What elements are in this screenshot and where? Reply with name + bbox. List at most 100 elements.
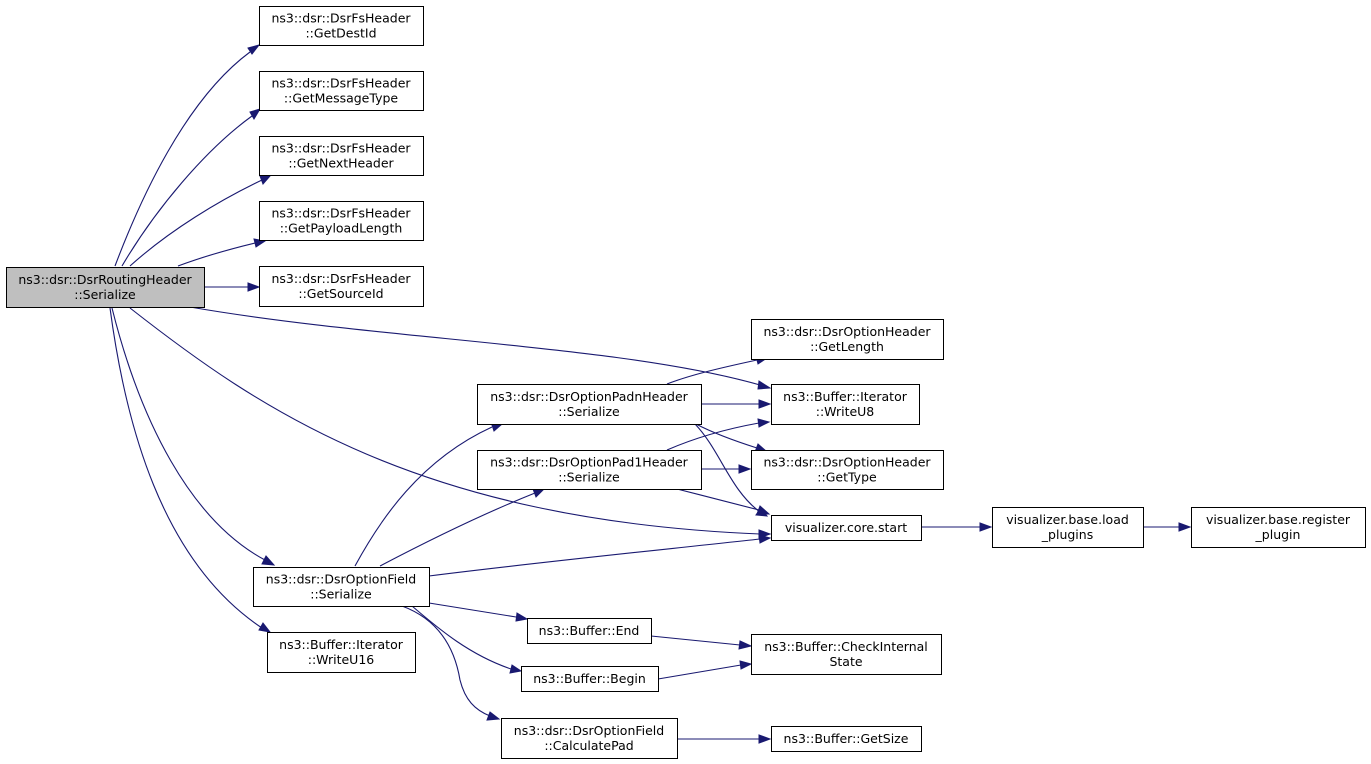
node-load-plugins[interactable]: visualizer.base.load_plugins (992, 507, 1144, 548)
node-label: ns3::dsr::DsrOptionHeader (763, 324, 931, 339)
node-box (253, 567, 430, 607)
node-label: visualizer.base.load (1006, 512, 1129, 527)
arrowhead-icon (738, 640, 753, 650)
edge-buffer_end-to-checkinternalstate (650, 635, 753, 650)
node-box (751, 634, 942, 675)
node-pad1-serialize[interactable]: ns3::dsr::DsrOptionPad1Header::Serialize (477, 450, 702, 490)
node-label: ns3::dsr::DsrOptionPad1Header (490, 455, 688, 470)
edge-line (695, 423, 758, 449)
edge-line (129, 179, 263, 267)
node-label: ns3::dsr::DsrFsHeader (271, 271, 411, 286)
arrowhead-icon (247, 282, 261, 292)
edge-root-to-getnextheader (129, 175, 272, 267)
node-box (751, 319, 944, 360)
node-label: visualizer.base.register (1206, 512, 1351, 527)
edge-padn_serialize-to-getlength (666, 355, 769, 385)
arrowhead-icon (249, 108, 262, 120)
node-label: ns3::dsr::DsrOptionField (266, 572, 416, 587)
edge-line (121, 115, 253, 267)
node-getlength[interactable]: ns3::dsr::DsrOptionHeader::GetLength (751, 319, 944, 360)
node-calculatepad[interactable]: ns3::dsr::DsrOptionField::CalculatePad (501, 718, 678, 759)
node-label: ::GetMessageType (284, 91, 399, 106)
node-getsize[interactable]: ns3::Buffer::GetSize (771, 726, 922, 752)
node-core-start[interactable]: visualizer.core.start (771, 515, 922, 541)
node-box (527, 618, 652, 644)
edge-line (650, 635, 741, 646)
node-optionfield-serialize[interactable]: ns3::dsr::DsrOptionField::Serialize (253, 567, 430, 607)
edge-line (666, 359, 758, 385)
node-box (259, 71, 424, 111)
node-label: ns3::dsr::DsrFsHeader (271, 141, 411, 156)
node-box (259, 201, 424, 241)
edge-line (428, 602, 517, 618)
node-label: ::Serialize (558, 470, 620, 485)
edge-calculatepad-to-getsize (677, 734, 772, 744)
node-padn-serialize[interactable]: ns3::dsr::DsrOptionPadnHeader::Serialize (477, 384, 702, 425)
node-box (259, 6, 424, 46)
edge-line (129, 307, 761, 535)
node-gettype[interactable]: ns3::dsr::DsrOptionHeader::GetType (751, 450, 944, 490)
node-label: ::CalculatePad (544, 738, 633, 753)
node-label: ::Serialize (558, 404, 620, 419)
edge-root-to-getdestid (114, 44, 261, 267)
node-label: ns3::Buffer::Begin (533, 671, 646, 686)
node-box (1191, 507, 1366, 548)
node-box (477, 384, 702, 425)
node-getdestid[interactable]: ns3::dsr::DsrFsHeader::GetDestId (259, 6, 424, 46)
node-getnextheader[interactable]: ns3::dsr::DsrFsHeader::GetNextHeader (259, 136, 424, 176)
node-box (501, 718, 678, 759)
edge-optionfield_serialize-to-pad1_serialize (379, 488, 546, 567)
node-label: ::GetDestId (305, 26, 376, 41)
node-register-plugin[interactable]: visualizer.base.register_plugin (1191, 507, 1366, 548)
node-label: ::GetPayloadLength (280, 221, 403, 236)
edge-optionfield_serialize-to-padn_serialize (354, 421, 504, 567)
node-box (259, 266, 424, 307)
edge-line (111, 307, 266, 561)
edge-root-to-getsourceid (205, 282, 261, 292)
arrowhead-icon (758, 534, 772, 544)
edge-pad1_serialize-to-writeu8 (666, 418, 771, 451)
node-writeu16[interactable]: ns3::Buffer::Iterator::WriteU16 (267, 632, 416, 673)
arrowhead-icon (979, 522, 993, 532)
node-getpayloadlength[interactable]: ns3::dsr::DsrFsHeader::GetPayloadLength (259, 201, 424, 241)
edge-line (189, 306, 761, 386)
node-getmessagetype[interactable]: ns3::dsr::DsrFsHeader::GetMessageType (259, 71, 424, 111)
node-label: ns3::dsr::DsrRoutingHeader (18, 272, 192, 287)
edge-line (109, 307, 263, 629)
edge-line (401, 605, 491, 717)
arrowhead-icon (757, 418, 771, 428)
node-label: _plugin (1255, 527, 1301, 542)
node-buffer-begin[interactable]: ns3::Buffer::Begin (521, 666, 659, 692)
node-buffer-end[interactable]: ns3::Buffer::End (527, 618, 652, 644)
edge-line (354, 426, 493, 567)
edge-root-to-optionfield_serialize (111, 307, 276, 566)
node-label: _plugins (1041, 527, 1093, 542)
node-box (267, 632, 416, 673)
node-label: ns3::Buffer::End (539, 623, 640, 638)
arrowhead-icon (486, 711, 501, 721)
node-box (751, 450, 944, 490)
node-label: ns3::Buffer::Iterator (783, 389, 908, 404)
edge-line (657, 664, 742, 680)
node-box (477, 450, 702, 490)
node-label: ns3::Buffer::Iterator (279, 637, 404, 652)
node-label: ns3::Buffer::GetSize (784, 731, 909, 746)
node-label: ::GetLength (810, 339, 884, 354)
arrowhead-icon (757, 380, 772, 390)
node-label: State (829, 654, 862, 669)
edge-line (177, 242, 256, 267)
edge-line (411, 605, 512, 670)
node-label: ::GetType (817, 470, 877, 485)
node-label: ns3::dsr::DsrFsHeader (271, 76, 411, 91)
arrowhead-icon (515, 612, 529, 622)
node-label: ns3::dsr::DsrFsHeader (271, 11, 411, 26)
node-writeu8[interactable]: ns3::Buffer::Iterator::WriteU8 (771, 384, 920, 425)
node-label: ns3::Buffer::CheckInternal (764, 639, 928, 654)
edge-root-to-getpayloadlength (177, 238, 267, 267)
arrowhead-icon (1178, 522, 1192, 532)
node-getsourceid[interactable]: ns3::dsr::DsrFsHeader::GetSourceId (259, 266, 424, 307)
arrowhead-icon (247, 44, 261, 55)
arrowhead-icon (509, 664, 523, 674)
